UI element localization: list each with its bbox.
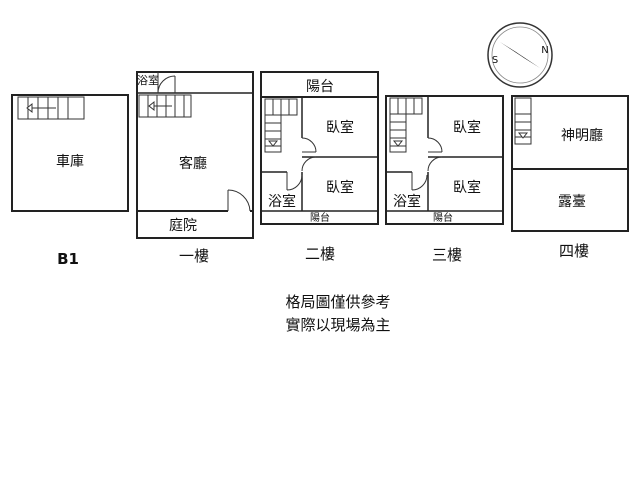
room-balcony-back-3f-label: 陽台	[433, 211, 453, 224]
floor-4-label: 四樓	[559, 242, 589, 260]
room-bedroom-3f-a-label: 臥室	[453, 119, 481, 136]
stairs-icon	[264, 98, 298, 153]
room-yard-label: 庭院	[169, 217, 197, 234]
disclaimer-line-1: 格局圖僅供參考	[285, 293, 390, 311]
stairs-icon	[138, 94, 192, 118]
room-bedroom-2f-b-label: 臥室	[326, 179, 354, 196]
compass-north: N	[541, 45, 548, 56]
floor-b1-label: B1	[57, 250, 79, 268]
room-balcony-2f-label: 陽台	[306, 79, 334, 95]
room-garage-label: 車庫	[56, 153, 84, 170]
floor-1-label: 一樓	[179, 247, 209, 265]
room-bedroom-3f-b-label: 臥室	[453, 179, 481, 196]
floor-2-plan: 陽台 臥室 臥室 浴室 陽台	[260, 71, 379, 225]
floor-2-label: 二樓	[305, 245, 335, 263]
disclaimer-line-2: 實際以現場為主	[285, 316, 390, 334]
stairs-icon	[389, 97, 423, 153]
compass-icon: N S	[487, 22, 553, 88]
compass-south: S	[492, 55, 498, 66]
room-bath-2f-label: 浴室	[268, 193, 296, 210]
room-living-label: 客廳	[179, 155, 207, 172]
room-bedroom-2f-a-label: 臥室	[326, 119, 354, 136]
room-bath-3f-label: 浴室	[393, 193, 421, 210]
room-balcony-back-2f-label: 陽台	[310, 211, 330, 224]
stairs-icon	[17, 96, 85, 120]
floor-4-plan: 神明廳 露臺	[511, 95, 629, 232]
stairs-icon	[514, 97, 532, 145]
room-shrine-label: 神明廳	[561, 127, 603, 144]
floor-b1-plan: 車庫	[11, 94, 129, 212]
room-terrace-label: 露臺	[558, 194, 586, 210]
floor-3-plan: 臥室 臥室 浴室 陽台	[385, 95, 504, 225]
room-bath-1f-label: 浴室	[137, 73, 159, 87]
floor-3-label: 三樓	[432, 246, 462, 264]
floor-1-plan: 浴室 客廳 庭院	[136, 71, 254, 239]
